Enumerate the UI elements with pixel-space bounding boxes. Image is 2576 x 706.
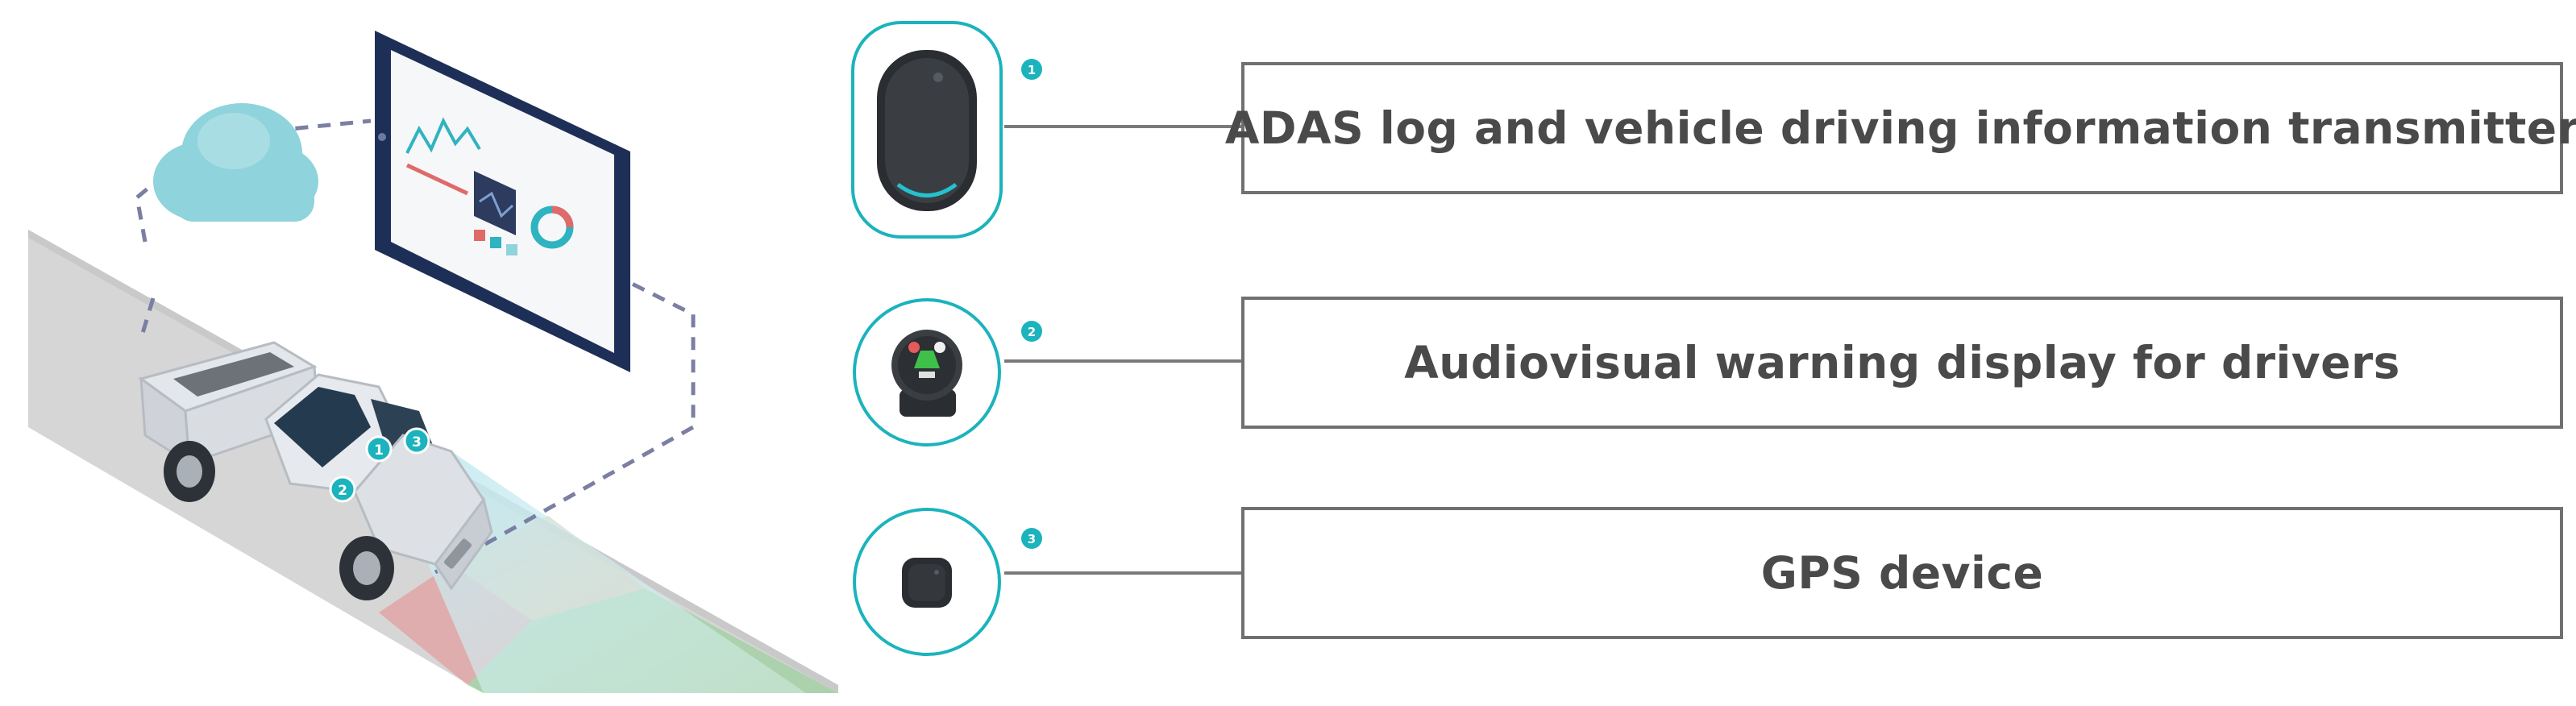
item-number-2: 2	[1028, 325, 1036, 339]
network-link	[139, 297, 156, 339]
warning-display-device: 2	[853, 298, 1042, 446]
label-box-warning-display: Audiovisual warning display for drivers	[1241, 297, 2563, 429]
car-marker-1: 1	[365, 435, 393, 463]
truck-icon	[138, 341, 493, 600]
transmitter-icon	[877, 50, 977, 211]
item-number-1: 1	[1028, 63, 1036, 77]
sensor-beam-icon	[387, 451, 806, 693]
label-box-transmitter: ADAS log and vehicle driving information…	[1225, 62, 2576, 194]
item-number-badge-2: 2	[1021, 321, 1042, 342]
car-marker-3-label: 3	[412, 434, 422, 451]
network-link	[434, 272, 696, 575]
connector-line-2	[1004, 359, 1241, 363]
tablet-icon	[375, 31, 630, 372]
car-marker-2: 2	[329, 476, 356, 503]
item-number-3: 3	[1028, 532, 1036, 546]
connector-line-3	[1004, 571, 1241, 575]
car-marker-3: 3	[403, 427, 430, 455]
car-marker-1-label: 1	[374, 442, 384, 459]
label-transmitter: ADAS log and vehicle driving information…	[1224, 102, 2576, 154]
item-number-badge-3: 3	[1021, 528, 1042, 549]
label-box-gps: GPS device	[1241, 507, 2563, 639]
connector-line-1	[1004, 125, 1241, 128]
car-marker-2-label: 2	[338, 483, 347, 499]
gps-device-icon	[902, 558, 952, 608]
gps-device: 3	[853, 508, 1042, 656]
warning-display-icon	[891, 330, 962, 417]
cloud-icon	[153, 103, 318, 222]
item-number-badge-1: 1	[1021, 59, 1042, 80]
transmitter-device: 1	[851, 21, 1042, 239]
vehicle-system-illustration: 1 3 2	[28, 31, 838, 693]
label-gps: GPS device	[1760, 547, 2044, 599]
label-warning-display: Audiovisual warning display for drivers	[1404, 337, 2400, 388]
